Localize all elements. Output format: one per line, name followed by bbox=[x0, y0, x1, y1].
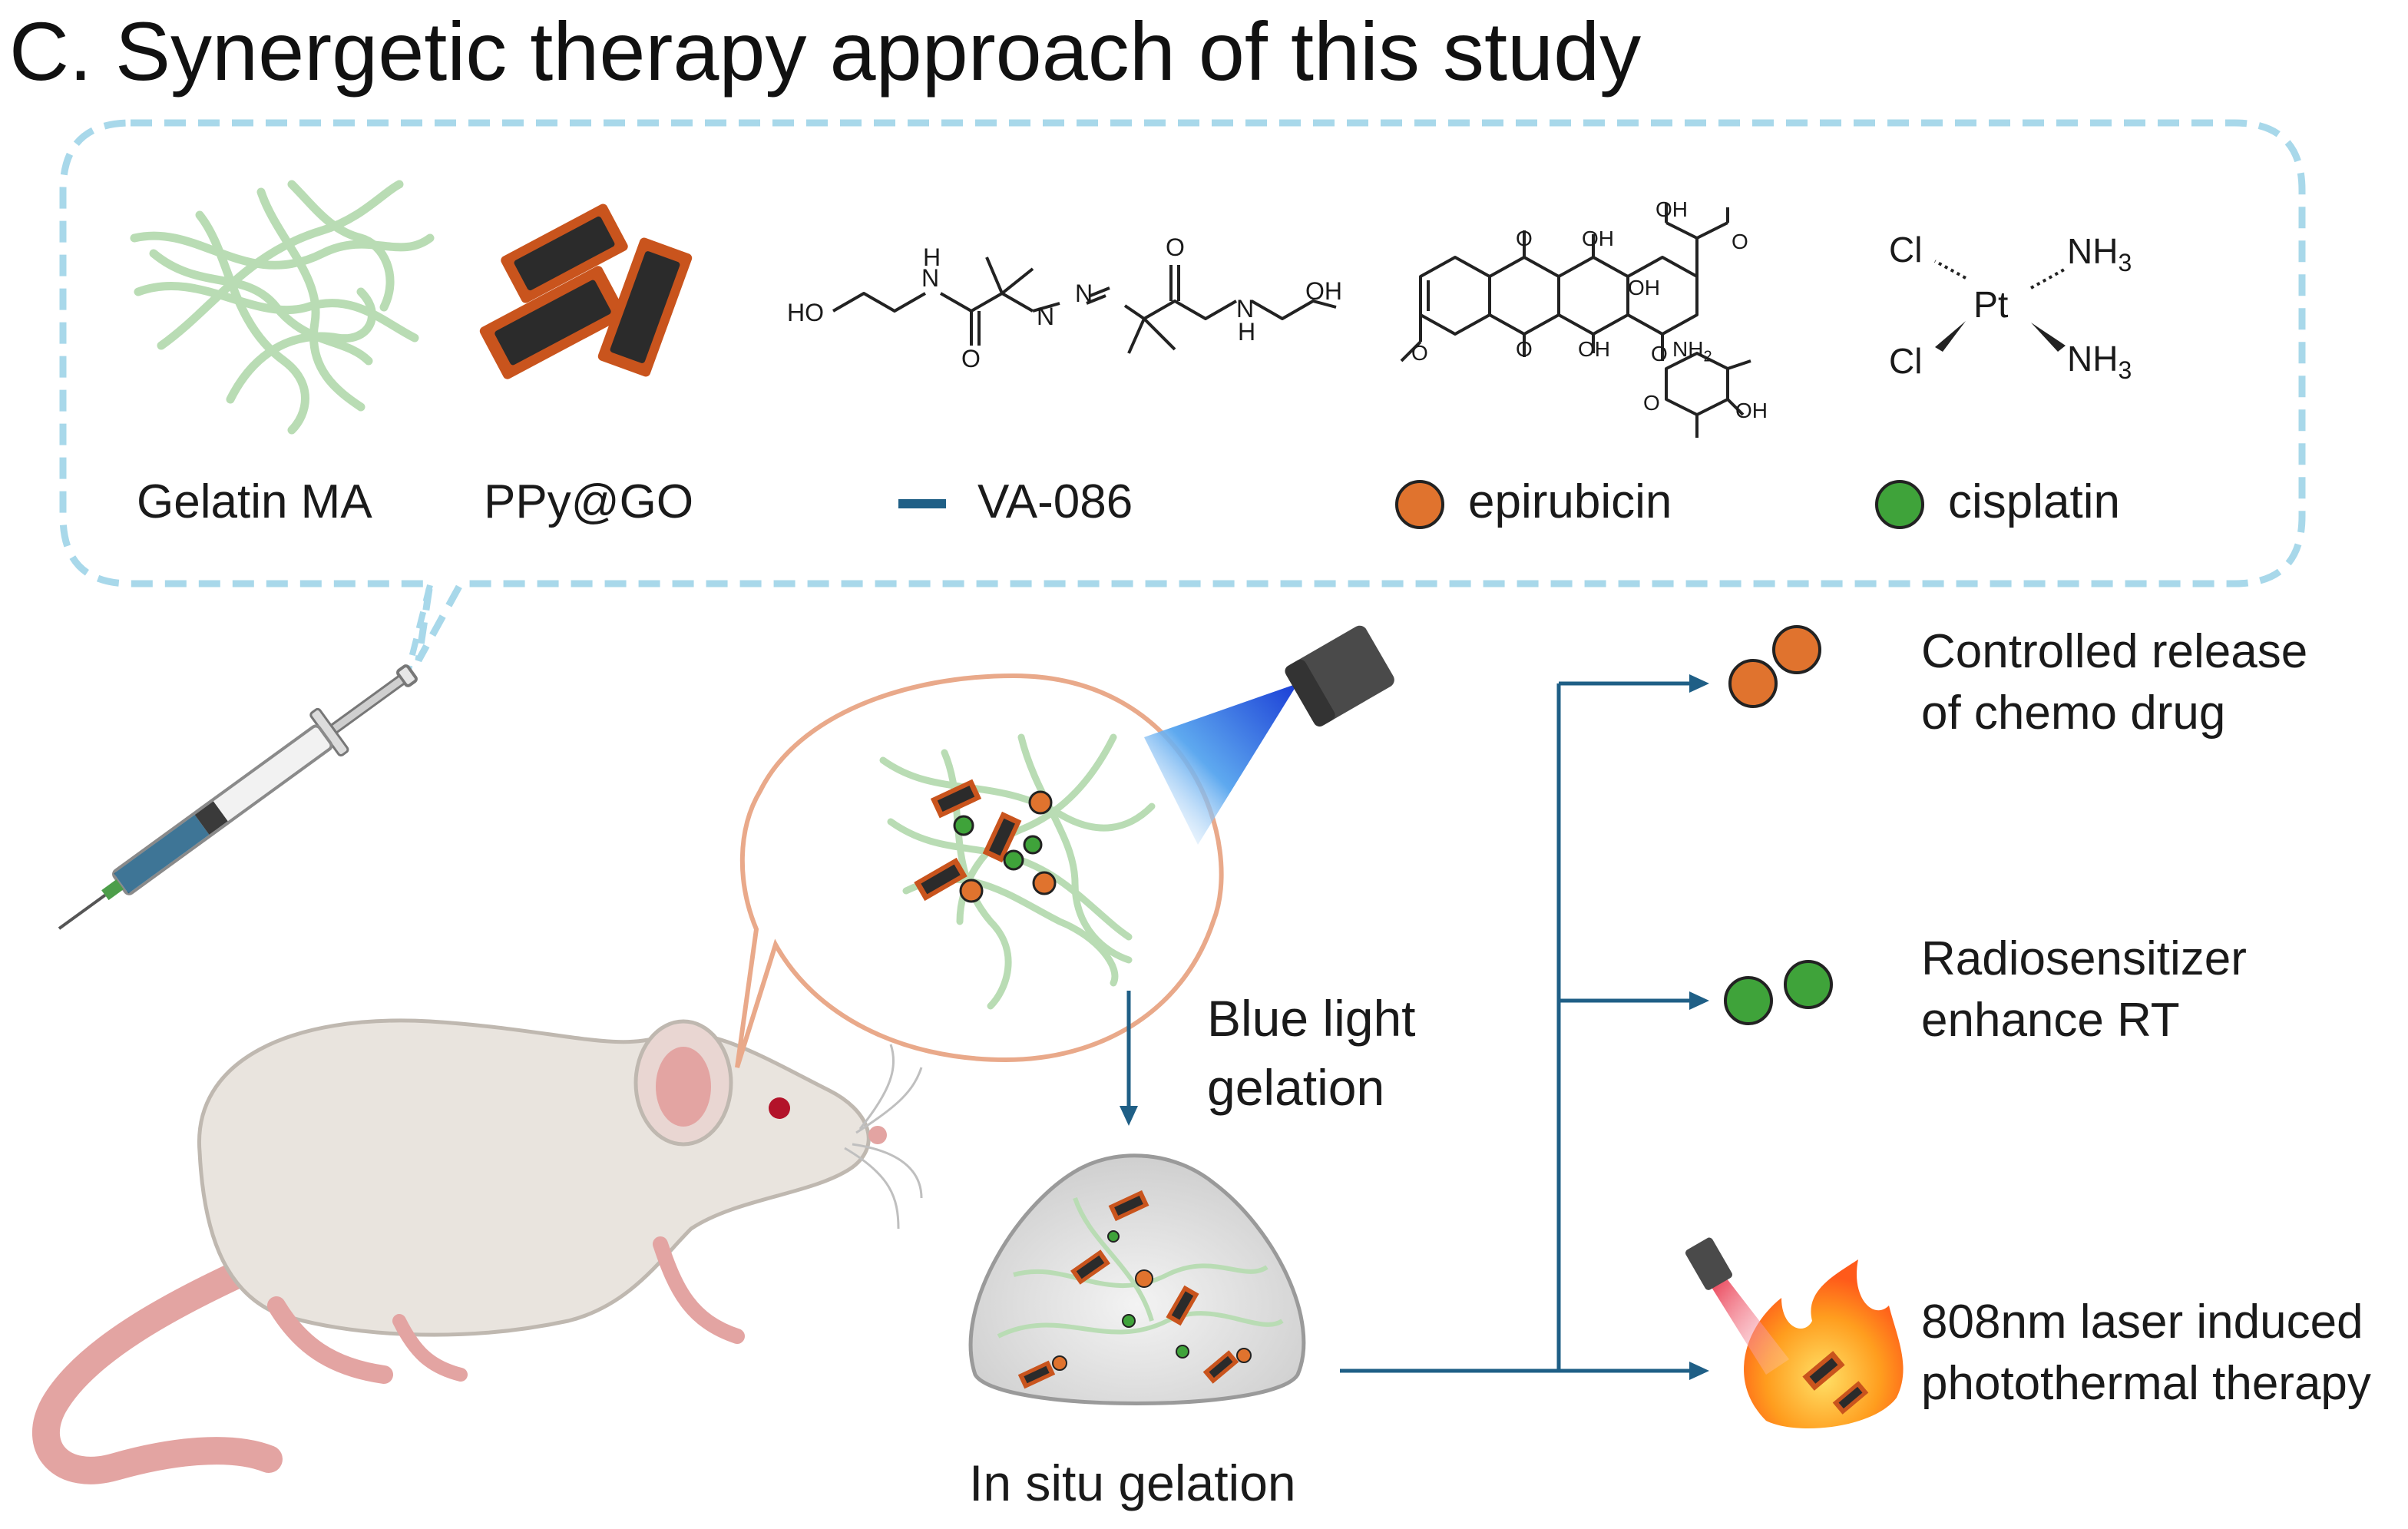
blue-lamp-icon bbox=[1285, 625, 1394, 727]
hydrogel-sheets bbox=[914, 779, 1022, 902]
component-label-epirubicin: epirubicin bbox=[1468, 475, 1672, 528]
mouse-eye bbox=[769, 1097, 790, 1119]
cisplatin-nh3-1: NH3 bbox=[2067, 231, 2132, 277]
epi-oh-3: OH bbox=[1578, 337, 1610, 361]
bubble-drugs bbox=[953, 790, 1057, 903]
va086-h2: H bbox=[1238, 318, 1256, 346]
cisplatin-cl-2: Cl bbox=[1889, 341, 1923, 381]
va086-n2: N bbox=[1037, 303, 1055, 330]
figure-title: C. Synergetic therapy approach of this s… bbox=[9, 5, 1642, 98]
ppy-go-sheet-icon bbox=[479, 204, 693, 379]
va086-n4: N bbox=[1236, 295, 1255, 323]
mouse-nose bbox=[868, 1126, 887, 1144]
epi-o-ring: O bbox=[1643, 391, 1660, 415]
component-label-ppy-go: PPy@GO bbox=[484, 475, 694, 528]
mouse-ear-inner bbox=[656, 1047, 711, 1127]
in-situ-gelation-label: In situ gelation bbox=[969, 1455, 1296, 1511]
epi-oh-top: OH bbox=[1656, 197, 1688, 221]
mouse-body bbox=[197, 1018, 871, 1337]
components-panel-border bbox=[59, 119, 2306, 663]
outcome-arrows bbox=[1340, 681, 1689, 1373]
outcome-release-line2: of chemo drug bbox=[1921, 687, 2226, 740]
cisplatin-legend-marker bbox=[1875, 480, 1924, 529]
laser-flame-icon bbox=[1685, 1237, 1904, 1428]
epirubicin-legend-marker bbox=[1395, 480, 1444, 529]
blue-light-label-line1: Blue light bbox=[1207, 990, 1416, 1047]
dome-drugs bbox=[1052, 1230, 1252, 1371]
va086-o2: O bbox=[1166, 233, 1185, 261]
epi-o-bottom: O bbox=[1516, 337, 1533, 361]
va086-legend-marker bbox=[898, 499, 946, 508]
green-drug-dots-icon bbox=[1724, 960, 1833, 1025]
epi-o-link: O bbox=[1651, 342, 1668, 366]
outcome-ptt-line1: 808nm laser induced bbox=[1921, 1296, 2363, 1349]
component-label-va086: VA-086 bbox=[977, 475, 1133, 528]
epi-oh-4: OH bbox=[1735, 399, 1768, 422]
epirubicin-structure bbox=[1400, 204, 1751, 438]
epi-oh-1: OH bbox=[1628, 276, 1660, 300]
arrow-head-radio bbox=[1689, 991, 1709, 1010]
epi-nh2: NH2 bbox=[1672, 337, 1712, 366]
mouse-front-paw bbox=[653, 1236, 745, 1344]
va086-o1: O bbox=[961, 345, 981, 372]
outcome-radio-line1: Radiosensitizer bbox=[1921, 932, 2247, 985]
arrow-head-ptt bbox=[1689, 1362, 1709, 1380]
cisplatin-pt: Pt bbox=[1973, 285, 2009, 326]
outcome-radio-line2: enhance RT bbox=[1921, 994, 2180, 1047]
epi-o-top: O bbox=[1516, 227, 1533, 250]
va086-structure bbox=[832, 256, 1337, 354]
zoom-bubble bbox=[735, 673, 1224, 1068]
va086-n1: N bbox=[921, 264, 940, 292]
mouse-hind-paw bbox=[267, 1296, 393, 1384]
epi-o-meo: O bbox=[1411, 341, 1428, 365]
blue-light-beam bbox=[1144, 683, 1298, 845]
cisplatin-cl-1: Cl bbox=[1889, 230, 1923, 270]
va086-ho: HO bbox=[787, 299, 824, 326]
mouse-whiskers bbox=[844, 1044, 923, 1229]
syringe-icon bbox=[58, 664, 418, 930]
callout-line bbox=[404, 584, 433, 677]
arrow-head-release bbox=[1689, 674, 1709, 693]
mouse-tail bbox=[31, 1253, 283, 1484]
dome-fibers bbox=[997, 1197, 1284, 1339]
va086-h1: H bbox=[923, 243, 941, 271]
dome-sheets bbox=[1017, 1190, 1239, 1389]
outcome-release-line1: Controlled release bbox=[1921, 625, 2308, 678]
orange-drug-dots-icon bbox=[1728, 625, 1821, 708]
outcome-ptt-line2: photothermal therapy bbox=[1921, 1357, 2371, 1410]
epi-o-ketone: O bbox=[1732, 230, 1748, 253]
epi-oh-2: OH bbox=[1582, 227, 1614, 250]
gelatin-fiber-icon bbox=[130, 180, 435, 435]
cisplatin-structure bbox=[1934, 260, 2066, 352]
mouse-illustration bbox=[31, 1018, 923, 1484]
va086-oh: OH bbox=[1305, 277, 1342, 305]
blue-light-label-line2: gelation bbox=[1207, 1059, 1385, 1116]
cisplatin-nh3-2: NH3 bbox=[2067, 339, 2132, 385]
component-label-gelatin: Gelatin MA bbox=[137, 475, 372, 528]
component-label-cisplatin: cisplatin bbox=[1948, 475, 2120, 528]
va086-n3: N bbox=[1075, 280, 1093, 307]
